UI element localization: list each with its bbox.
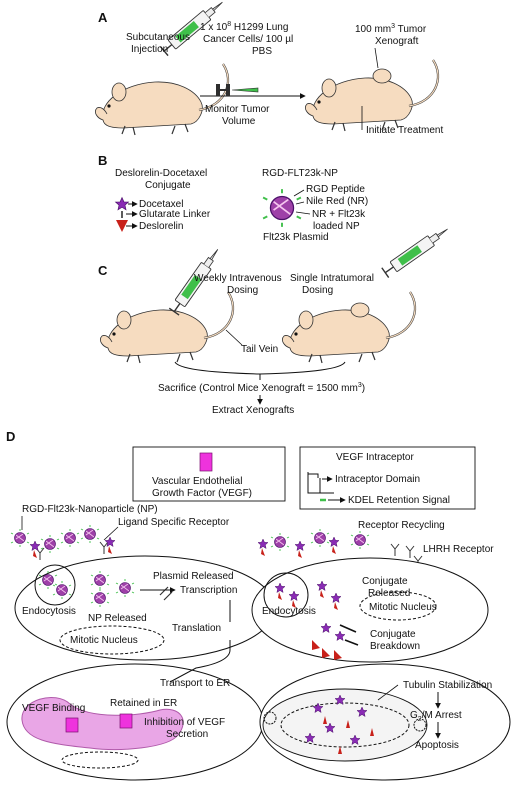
conjugate-breakdown-line2: Breakdown [370, 641, 420, 652]
weekly-dosing-line1: Weekly Intravenous [194, 273, 282, 284]
panel-b-letter: B [98, 153, 107, 168]
tubulin-stabilization-label: Tubulin Stabilization [403, 680, 492, 691]
endocytosis-left-label: Endocytosis [22, 606, 76, 617]
tail-vein-label: Tail Vein [241, 344, 278, 355]
mitotic-nucleus-right [359, 591, 437, 621]
vegf-bound-icon-1 [65, 717, 79, 733]
stabilized-tubulin-icons [304, 694, 374, 754]
tumor-label-line1: 100 mm3 Tumor [355, 23, 427, 35]
monitor-label-line2: Volume [222, 116, 256, 127]
np-title-label: RGD-FLT23k-NP [262, 168, 338, 179]
inhibition-label-line1: Inhibition of VEGF [144, 717, 225, 728]
nucleus-lower-left [61, 751, 139, 769]
weekly-dosing-line2: Dosing [227, 285, 258, 296]
single-dosing-line1: Single Intratumoral [290, 273, 374, 284]
mitotic-nucleus-left-label: Mitotic Nucleus [70, 635, 138, 646]
endocytosis-right-label: Endocytosis [262, 606, 316, 617]
lhrh-receptor-label: LHRH Receptor [423, 544, 494, 555]
centrosome-right [413, 718, 427, 732]
endosome-left [34, 564, 76, 606]
intraceptor-shape [307, 472, 334, 494]
mitotic-nucleus-left [59, 625, 165, 655]
cells-label-line1: 1 x 108 H1299 Lung [200, 21, 288, 33]
vegf-bound-icon-2 [119, 713, 133, 729]
mitotic-cell-inner [262, 688, 428, 762]
cell-conjugate-upper [251, 557, 489, 663]
glutarate-linker-label: Glutarate Linker [139, 209, 211, 220]
intraceptor-title: VEGF Intraceptor [336, 452, 414, 463]
kdel-label: KDEL Retention Signal [348, 495, 450, 506]
tumor-pointer [374, 47, 379, 69]
extract-xenografts-label: Extract Xenografts [212, 405, 294, 416]
g2m-arrest-label: G2/M Arrest [410, 710, 462, 723]
centrosome-left [263, 711, 277, 725]
panel-c-letter: C [98, 263, 108, 278]
conjugate-released-line2: Released [368, 588, 410, 599]
deslorelin-icon [116, 220, 128, 232]
sacrifice-label: Sacrifice (Control Mice Xenograft = 1500… [158, 382, 365, 394]
conjugates-outside-right [258, 537, 339, 558]
syringe-it-icon [381, 223, 452, 279]
conjugate-released-line1: Conjugate [362, 576, 408, 587]
np-diagram-icon [262, 188, 302, 228]
np-d-label: RGD-Flt23k-Nanoparticle (NP) [22, 504, 158, 515]
mitotic-nucleus-right-label: Mitotic Nucleus [369, 602, 437, 613]
panel-a-letter: A [98, 10, 108, 25]
conjugate-breakdown-line1: Conjugate [370, 629, 416, 640]
endosome-right [263, 572, 309, 618]
nr-flt23k-label-line1: NR + Flt23k [312, 209, 366, 220]
transport-line [169, 600, 231, 683]
plasmid-released-icon [159, 586, 173, 601]
plasmid-released-label: Plasmid Released [153, 571, 234, 582]
np-particles-outside-right [270, 528, 370, 552]
injection-label: Injection [131, 44, 168, 55]
docetaxel-label: Docetaxel [139, 199, 183, 210]
rgd-peptide-label: RGD Peptide [306, 184, 365, 195]
tumor-label-line2: Xenograft [375, 36, 419, 47]
mouse-iv-icon [99, 290, 235, 365]
vegf-legend-line1: Vascular Endothelial [152, 476, 242, 487]
monitor-label-line1: Monitor Tumor [205, 104, 270, 115]
deslorelin-label: Deslorelin [139, 221, 183, 232]
initiate-label: Initiate Treatment [366, 125, 443, 136]
subcutaneous-label: Subcutaneous [126, 32, 190, 43]
transcription-label: Transcription [180, 585, 237, 596]
np-particles-outside [10, 524, 100, 554]
cells-label-line2: Cancer Cells/ 100 µl [203, 34, 293, 45]
intraceptor-domain-label: Intraceptor Domain [335, 474, 420, 485]
receptor-recycling-label: Receptor Recycling [358, 520, 445, 531]
conjugate-title-line2: Conjugate [145, 180, 191, 191]
translation-label: Translation [172, 623, 221, 634]
nr-flt23k-label-line2: loaded NP [313, 221, 360, 232]
flt23k-plasmid-label: Flt23k Plasmid [263, 232, 329, 243]
apoptosis-label: Apoptosis [415, 740, 459, 751]
er-shape [21, 696, 184, 750]
inhibition-label-line2: Secretion [166, 729, 208, 740]
nile-red-label: Nile Red (NR) [306, 196, 368, 207]
breakdown-deslorelin-icons [312, 640, 342, 660]
tumor-xenograft-icon [372, 68, 392, 84]
docetaxel-star-icon [115, 197, 129, 211]
cells-label-line3: PBS [252, 46, 272, 57]
single-dosing-line2: Dosing [302, 285, 333, 296]
ligand-receptor-label: Ligand Specific Receptor [118, 517, 230, 528]
mouse-it-icon [281, 290, 417, 365]
merge-bracket [174, 361, 346, 375]
retained-er-label: Retained in ER [110, 698, 177, 709]
vegf-legend-icon [199, 452, 213, 472]
mouse-untreated-icon [94, 62, 230, 137]
conjugate-title-line1: Deslorelin-Docetaxel [115, 168, 207, 179]
np-released-label: NP Released [88, 613, 147, 624]
vegf-legend-line2: Growth Factor (VEGF) [152, 488, 252, 499]
caliper-icon [216, 84, 259, 96]
panel-d-letter: D [6, 429, 15, 444]
transport-er-label: Transport to ER [160, 678, 230, 689]
mouse-xenograft-icon [304, 58, 440, 133]
vegf-binding-label: VEGF Binding [22, 703, 85, 714]
